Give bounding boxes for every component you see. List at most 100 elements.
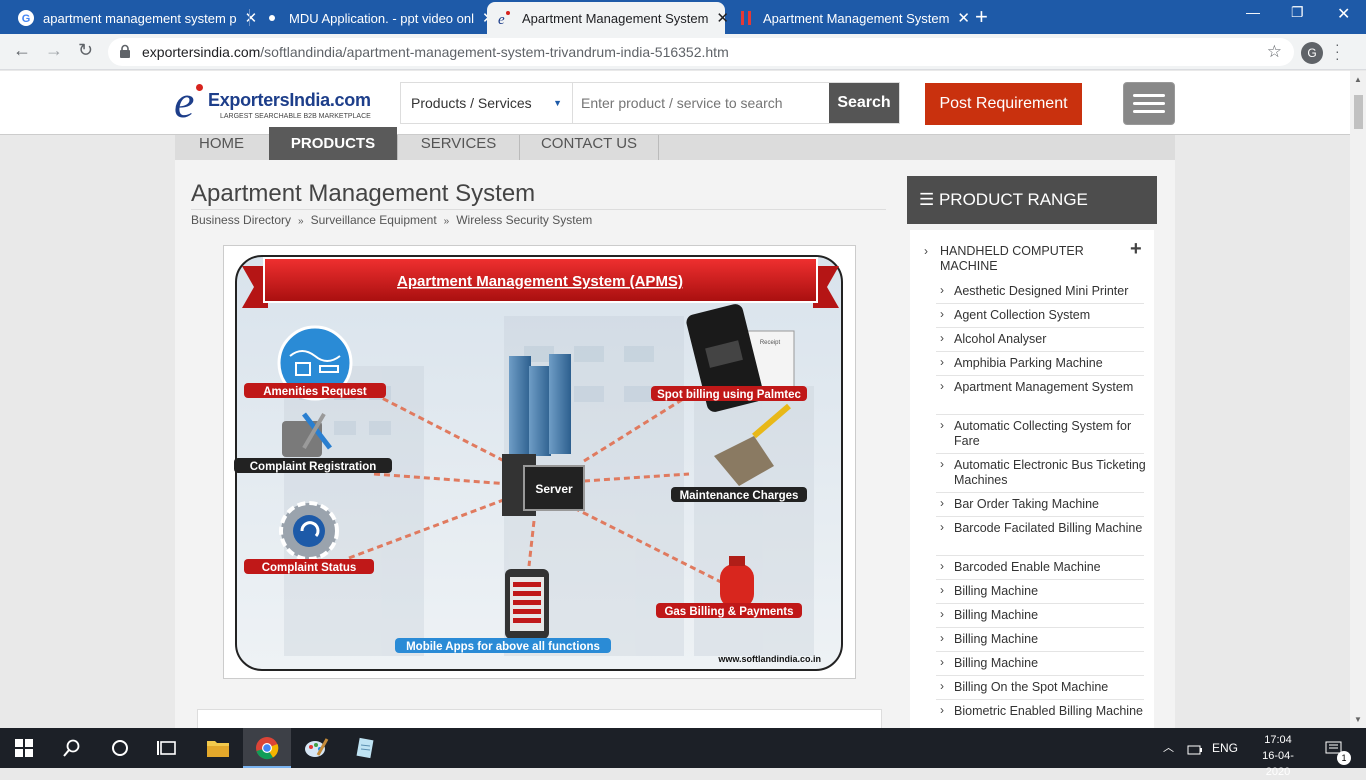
complaint-registration-label: Complaint Registration bbox=[250, 461, 377, 473]
search-icon[interactable] bbox=[48, 728, 96, 768]
notification-count-badge: 1 bbox=[1337, 751, 1351, 765]
item-divider bbox=[936, 699, 1144, 700]
scrollbar-thumb[interactable] bbox=[1354, 95, 1363, 129]
close-tab-icon[interactable]: ✕ bbox=[716, 10, 729, 27]
notepad-icon[interactable] bbox=[341, 728, 389, 768]
site-nav: HOME PRODUCTS SERVICES CONTACT US bbox=[175, 127, 1175, 160]
chevron-right-icon: › bbox=[940, 283, 944, 297]
sidebar-item[interactable]: Bar Order Taking Machine bbox=[954, 497, 1099, 511]
post-requirement-button[interactable]: Post Requirement bbox=[925, 83, 1082, 125]
expand-plus-icon[interactable]: + bbox=[1130, 238, 1142, 260]
google-icon: G bbox=[18, 10, 34, 26]
url-path: /softlandindia/apartment-management-syst… bbox=[260, 44, 729, 60]
amenities-request-node: Amenities Request bbox=[244, 325, 386, 401]
lock-icon bbox=[120, 44, 130, 58]
receipt-label: Receipt bbox=[760, 340, 781, 346]
restore-icon[interactable]: ❐ bbox=[1291, 4, 1304, 20]
chevron-right-icon: › bbox=[940, 583, 944, 597]
item-divider bbox=[936, 516, 1144, 517]
show-hidden-icons-icon[interactable]: ︿ bbox=[1163, 742, 1174, 754]
breadcrumb-item[interactable]: Business Directory bbox=[191, 213, 292, 227]
sidebar-item[interactable]: Billing Machine bbox=[954, 608, 1039, 622]
category-handheld-computer[interactable]: HANDHELD COMPUTER MACHINE bbox=[940, 244, 1084, 273]
connector-lines bbox=[348, 384, 730, 588]
product-image-frame[interactable]: Apartment Management System (APMS) bbox=[223, 245, 856, 679]
chevron-right-icon: › bbox=[940, 607, 944, 621]
windows-start-icon[interactable] bbox=[0, 728, 48, 768]
scroll-down-icon[interactable]: ▼ bbox=[1354, 715, 1362, 724]
sidebar-item[interactable]: Barcoded Enable Machine bbox=[954, 560, 1101, 574]
breadcrumb-item[interactable]: Surveillance Equipment bbox=[310, 213, 437, 227]
sidebar-item[interactable]: Agent Collection System bbox=[954, 308, 1091, 322]
product-range-sidebar: ☰ PRODUCT RANGE › HANDHELD COMPUTER MACH… bbox=[907, 176, 1157, 756]
hamburger-menu-icon[interactable] bbox=[1123, 82, 1175, 125]
banner-ribbon bbox=[263, 257, 818, 303]
breadcrumb-item[interactable]: Wireless Security System bbox=[456, 213, 593, 227]
url-bar[interactable]: exportersindia.com/softlandindia/apartme… bbox=[108, 38, 1294, 66]
search-category-select[interactable]: Products / Services▼ bbox=[401, 83, 573, 123]
back-icon[interactable]: ← bbox=[13, 40, 31, 60]
browser-tab-4[interactable]: Apartment Management System ✕ bbox=[728, 2, 970, 34]
task-view-icon[interactable] bbox=[144, 728, 192, 768]
bookmark-star-icon[interactable]: ☆ bbox=[1266, 42, 1282, 61]
search-input[interactable] bbox=[573, 83, 829, 123]
sidebar-item[interactable]: Billing Machine bbox=[954, 656, 1039, 670]
maintenance-charges-node: Maintenance Charges bbox=[671, 403, 807, 502]
scroll-up-icon[interactable]: ▲ bbox=[1354, 75, 1362, 84]
sidebar-item[interactable]: Amphibia Parking Machine bbox=[954, 356, 1103, 370]
browser-tab-1[interactable]: G apartment management system p ✕ bbox=[8, 2, 257, 34]
clock-time: 17:04 bbox=[1264, 734, 1292, 746]
chevron-right-icon: › bbox=[940, 655, 944, 669]
page-scrollbar[interactable]: ▲ ▼ bbox=[1350, 71, 1366, 728]
cortana-icon[interactable] bbox=[96, 728, 144, 768]
browser-tab-2[interactable]: MDU Application. - ppt video onl ✕ bbox=[254, 2, 495, 34]
network-icon[interactable] bbox=[1187, 728, 1203, 768]
chrome-icon[interactable] bbox=[243, 728, 291, 768]
minimize-icon[interactable]: — bbox=[1246, 4, 1260, 20]
nav-contact-us[interactable]: CONTACT US bbox=[540, 135, 638, 152]
tab-separator bbox=[249, 9, 250, 26]
paint-icon[interactable] bbox=[292, 728, 340, 768]
sidebar-item[interactable]: Barcode Facilated Billing Machine bbox=[954, 521, 1143, 535]
sidebar-item[interactable]: Billing On the Spot Machine bbox=[954, 680, 1109, 694]
sidebar-item[interactable]: Alcohol Analyser bbox=[954, 332, 1047, 346]
item-divider bbox=[936, 453, 1144, 454]
reload-icon[interactable]: ↻ bbox=[78, 40, 94, 60]
sidebar-item[interactable]: Apartment Management System bbox=[954, 380, 1134, 394]
nav-products[interactable]: PRODUCTS bbox=[269, 127, 397, 160]
amenities-icon bbox=[277, 325, 353, 401]
language-indicator[interactable]: ENG bbox=[1212, 741, 1239, 755]
file-explorer-icon[interactable] bbox=[194, 728, 242, 768]
sidebar-item[interactable]: Billing Machine bbox=[954, 632, 1039, 646]
close-tab-icon[interactable]: ✕ bbox=[957, 10, 970, 27]
spot-billing-label: Spot billing using Palmtec bbox=[657, 389, 801, 401]
new-tab-icon[interactable]: + bbox=[975, 4, 988, 29]
forward-icon[interactable]: → bbox=[45, 40, 63, 60]
sidebar-item[interactable]: Billing Machine bbox=[954, 584, 1039, 598]
site-header: e ExportersIndia.com LARGEST SEARCHABLE … bbox=[0, 71, 1350, 135]
svg-text:e: e bbox=[498, 12, 505, 28]
monitor-icon bbox=[523, 465, 585, 511]
browser-tab-3-active[interactable]: e Apartment Management System ✕ bbox=[487, 2, 729, 34]
gas-cylinder-icon bbox=[720, 564, 754, 608]
search-button[interactable]: Search bbox=[829, 83, 899, 123]
sidebar-item[interactable]: Biometric Enabled Billing Machine bbox=[954, 704, 1143, 718]
system-clock[interactable]: 17:04 16-04-2020 bbox=[1250, 732, 1306, 780]
menu-dots-icon[interactable]: ··· bbox=[1335, 36, 1340, 66]
logo-name: ExportersIndia.com bbox=[208, 90, 371, 110]
nav-services[interactable]: SERVICES bbox=[420, 135, 497, 152]
tab-title: Apartment Management System bbox=[763, 10, 950, 26]
exportersindia-logo[interactable]: e ExportersIndia.com LARGEST SEARCHABLE … bbox=[174, 76, 384, 127]
amenities-label: Amenities Request bbox=[263, 386, 367, 398]
notification-center-icon[interactable] bbox=[1325, 728, 1343, 768]
close-window-icon[interactable]: ✕ bbox=[1337, 6, 1351, 23]
banner-ribbon-right bbox=[813, 266, 839, 308]
sidebar-item[interactable]: Automatic Electronic Bus Ticketing Machi… bbox=[954, 458, 1146, 487]
sidebar-item[interactable]: Aesthetic Designed Mini Printer bbox=[954, 284, 1129, 298]
profile-avatar[interactable]: G bbox=[1301, 42, 1323, 64]
sidebar-item[interactable]: Automatic Collecting System for Fare bbox=[954, 419, 1132, 448]
website-label: www.softlandindia.co.in bbox=[717, 654, 821, 664]
maintenance-label: Maintenance Charges bbox=[680, 490, 799, 502]
nav-home[interactable]: HOME bbox=[199, 135, 244, 152]
close-tab-icon[interactable]: ✕ bbox=[244, 10, 258, 27]
